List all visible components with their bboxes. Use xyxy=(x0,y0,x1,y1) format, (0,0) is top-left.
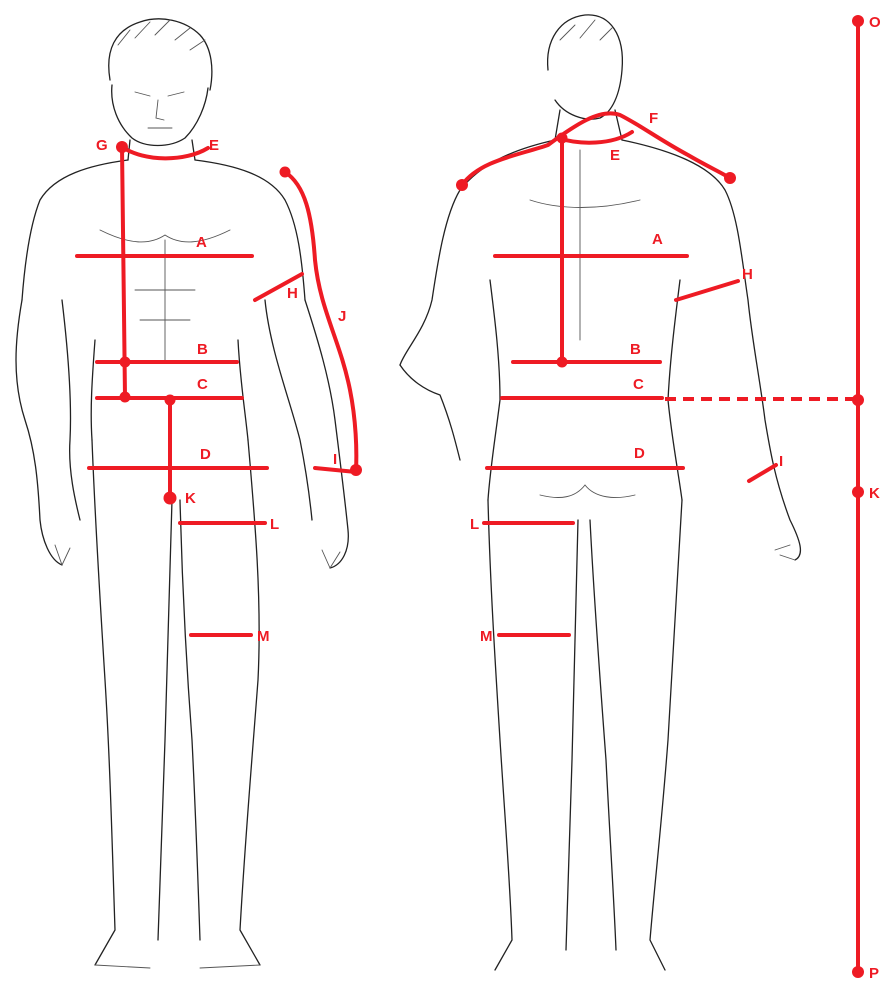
front-label-e: E xyxy=(209,137,219,154)
back-measurements: F E A H B C D I L M xyxy=(456,110,858,645)
back-label-f: F xyxy=(649,110,658,127)
back-label-i: I xyxy=(779,453,783,470)
front-dot-b xyxy=(120,357,131,368)
front-label-b: B xyxy=(197,341,208,358)
back-line-h xyxy=(676,281,738,300)
back-label-m: M xyxy=(480,628,493,645)
front-line-i xyxy=(315,468,356,472)
front-dot-j-bottom xyxy=(350,464,362,476)
front-measurements: G E A H J B C D I K L M xyxy=(77,137,362,645)
front-label-i: I xyxy=(333,451,337,468)
height-label-k: K xyxy=(869,485,880,502)
front-label-c: C xyxy=(197,376,208,393)
front-dot-c-left xyxy=(120,392,131,403)
height-dot-o xyxy=(852,15,864,27)
back-label-e: E xyxy=(610,147,620,164)
height-label-p: P xyxy=(869,965,879,981)
back-label-d: D xyxy=(634,445,645,462)
back-line-i xyxy=(749,465,776,481)
front-label-h: H xyxy=(287,285,298,302)
front-dot-j-top xyxy=(280,167,291,178)
back-label-l: L xyxy=(470,516,479,533)
height-dot-p xyxy=(852,966,864,978)
front-label-m: M xyxy=(257,628,270,645)
back-dot-f-right xyxy=(724,172,736,184)
front-label-g: G xyxy=(96,137,108,154)
front-figure-sketch xyxy=(16,19,348,968)
height-scale: O K P xyxy=(852,14,881,981)
back-label-h: H xyxy=(742,266,753,283)
back-dot-f-left xyxy=(456,179,468,191)
back-label-a: A xyxy=(652,231,663,248)
height-dot-c xyxy=(852,394,864,406)
front-label-l: L xyxy=(270,516,279,533)
back-label-b: B xyxy=(630,341,641,358)
back-figure-sketch xyxy=(400,15,800,970)
back-label-c: C xyxy=(633,376,644,393)
back-shoulder-curve-f xyxy=(462,113,730,185)
front-label-j: J xyxy=(338,308,346,325)
height-label-o: O xyxy=(869,14,881,31)
back-dot-top xyxy=(557,133,568,144)
front-dot-c-k xyxy=(165,395,176,406)
height-dot-k xyxy=(852,486,864,498)
front-dot-g xyxy=(116,141,128,153)
front-label-d: D xyxy=(200,446,211,463)
front-dot-k xyxy=(164,492,177,505)
back-dot-b xyxy=(557,357,568,368)
front-label-a: A xyxy=(196,234,207,251)
front-label-k: K xyxy=(185,490,196,507)
